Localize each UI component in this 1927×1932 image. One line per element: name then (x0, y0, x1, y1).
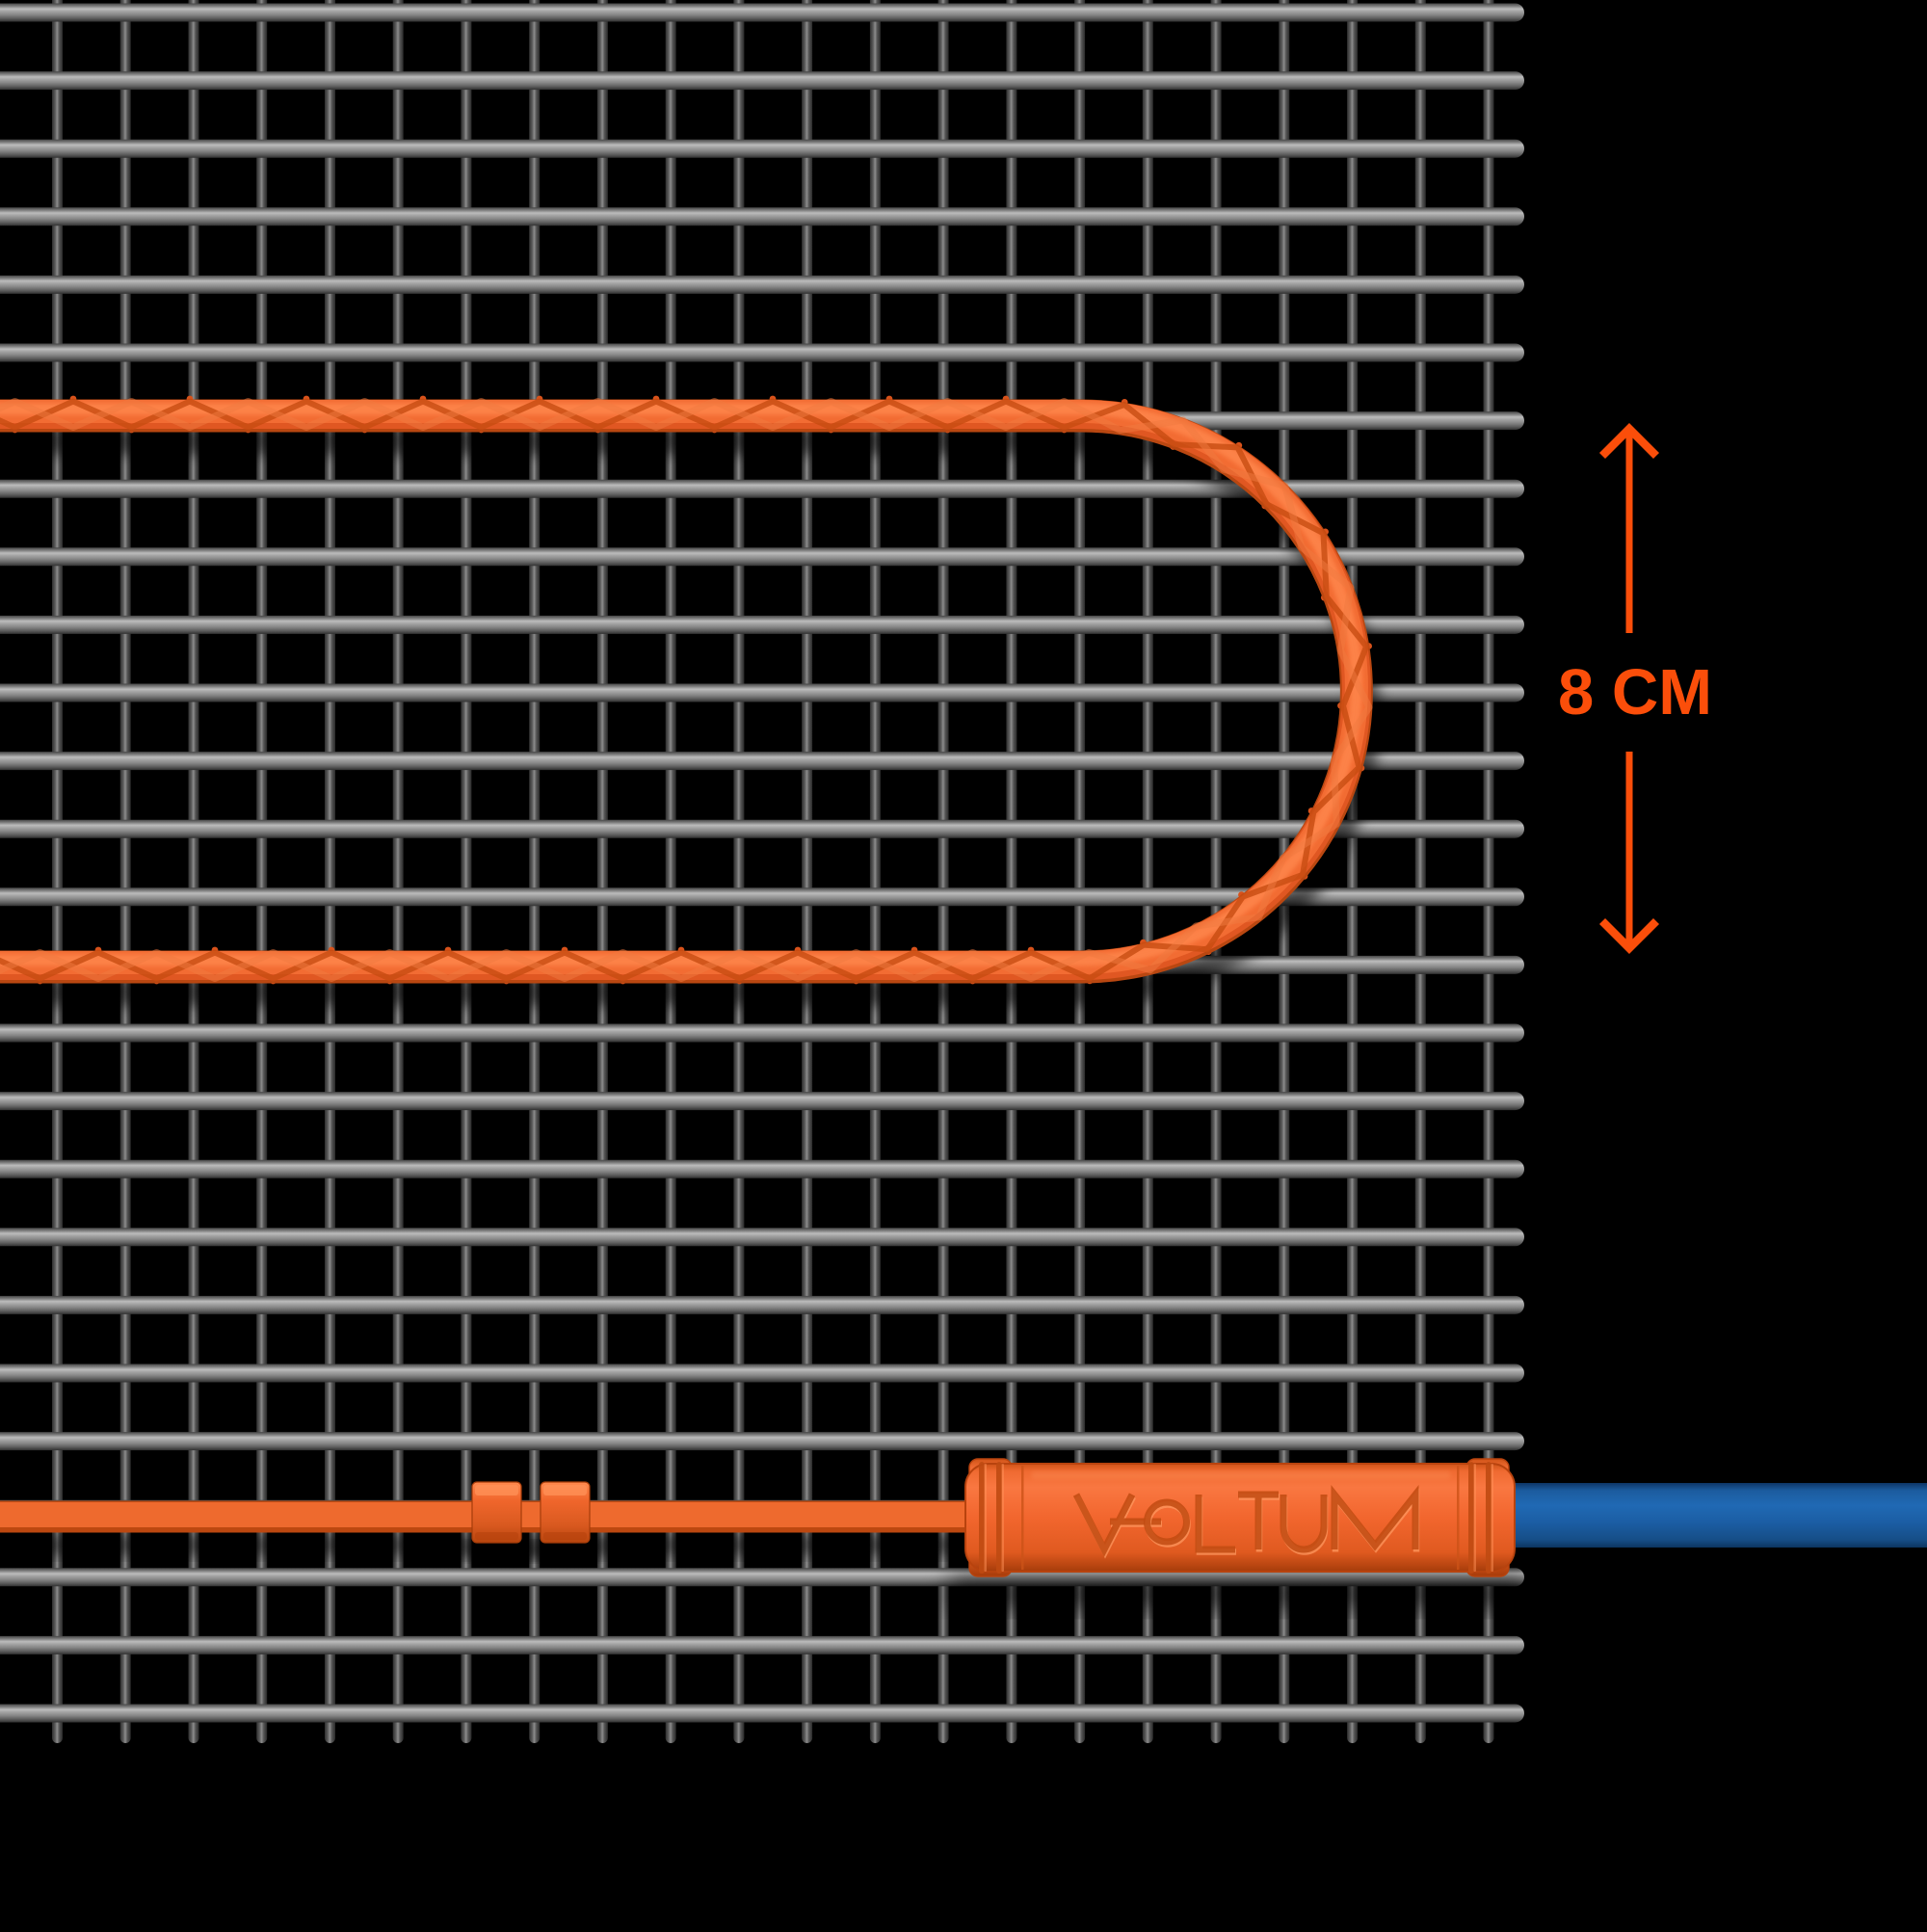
svg-text:8 CM: 8 CM (1558, 656, 1712, 728)
